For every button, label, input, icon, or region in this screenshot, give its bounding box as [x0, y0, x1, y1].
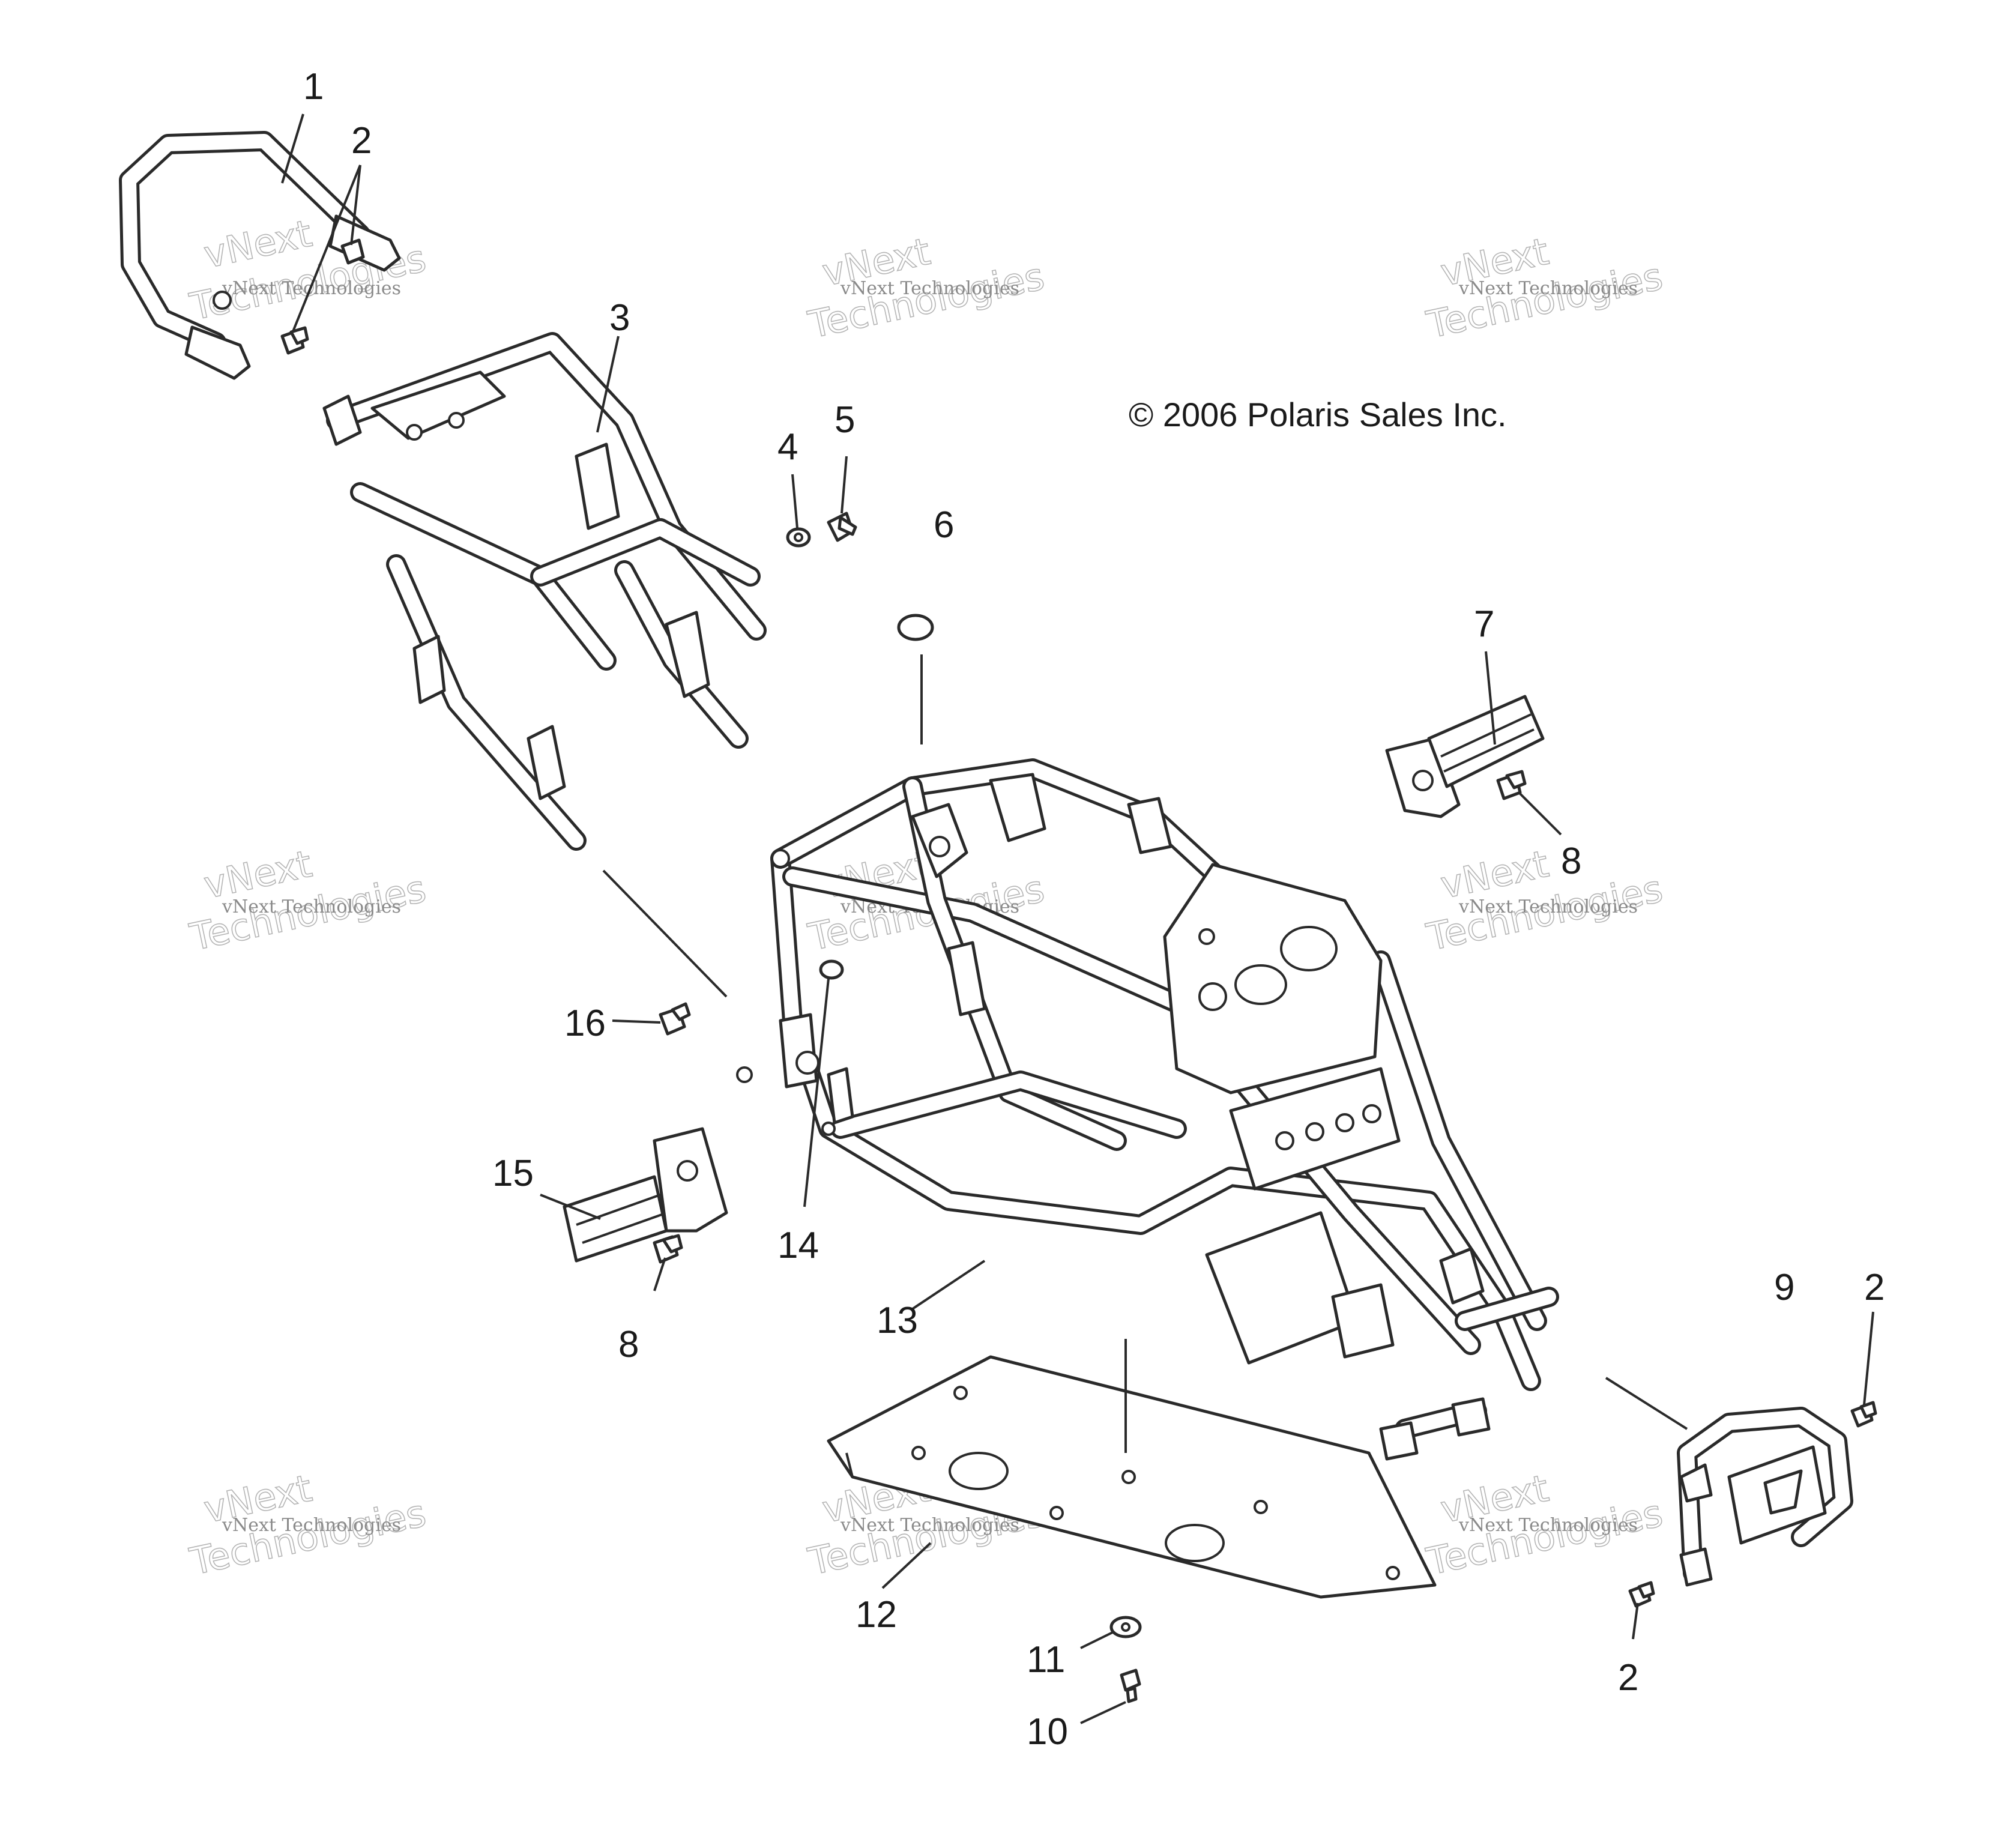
callout-13: 13: [877, 1300, 918, 1341]
part-skid-plate: [827, 1355, 1437, 1599]
callout-1: 1: [303, 66, 324, 107]
part-main-frame: [736, 758, 1559, 1461]
part-washer: [1109, 1616, 1142, 1638]
callout-6: 6: [934, 504, 954, 546]
part-bolt-2-d: [1628, 1581, 1655, 1608]
watermark-label: vNext Technologies: [1458, 1515, 1638, 1536]
callout-16: 16: [564, 1003, 606, 1044]
part-bolt-16: [659, 1002, 691, 1036]
part-footrest-left: [563, 1127, 728, 1263]
callout-3: 3: [609, 297, 630, 339]
callout-15: 15: [492, 1153, 534, 1194]
callout-labels: 1 2 3 4 5 6 7 8 16 15 14 8 13 9 2 12 11 …: [303, 66, 1885, 1753]
callout-8: 8: [1561, 841, 1581, 882]
part-footrest-right: [1385, 695, 1545, 818]
part-front-bumper: [1677, 1407, 1853, 1587]
callout-12: 12: [856, 1594, 897, 1635]
watermark-label: vNext Technologies: [222, 896, 401, 917]
watermark-label: vNext Technologies: [222, 1515, 401, 1536]
part-bolt-2-b: [340, 238, 365, 265]
watermark-label: vNext Technologies: [840, 278, 1019, 299]
copyright-notice: © 2006 Polaris Sales Inc.: [1129, 396, 1507, 433]
part-bolt-8-left: [653, 1234, 683, 1264]
callout-4: 4: [777, 426, 798, 468]
callout-14: 14: [777, 1225, 819, 1266]
callout-11: 11: [1027, 1639, 1065, 1680]
part-bolt-10: [1120, 1668, 1141, 1703]
callout-10: 10: [1027, 1711, 1068, 1753]
callout-2: 2: [351, 120, 372, 162]
part-bushing: [819, 959, 844, 980]
callout-5: 5: [834, 399, 855, 441]
callout-2: 2: [1864, 1267, 1885, 1308]
watermark-label: vNext Technologies: [1458, 896, 1638, 917]
part-bolt-2-a: [280, 326, 309, 355]
callout-7: 7: [1474, 603, 1494, 645]
callout-9: 9: [1774, 1267, 1794, 1308]
part-nut: [786, 527, 811, 548]
part-bolt-2-c: [1850, 1401, 1877, 1428]
part-plug: [897, 614, 934, 641]
part-bolt: [827, 512, 857, 542]
callout-8: 8: [618, 1324, 639, 1365]
part-rear-grab-bar: [119, 131, 401, 380]
watermark-label: vNext Technologies: [840, 1515, 1019, 1536]
leader-lines: [281, 113, 1874, 1724]
part-rear-subframe: [322, 332, 767, 851]
watermark-label: vNext Technologies: [1458, 278, 1638, 299]
callout-2: 2: [1618, 1657, 1638, 1699]
